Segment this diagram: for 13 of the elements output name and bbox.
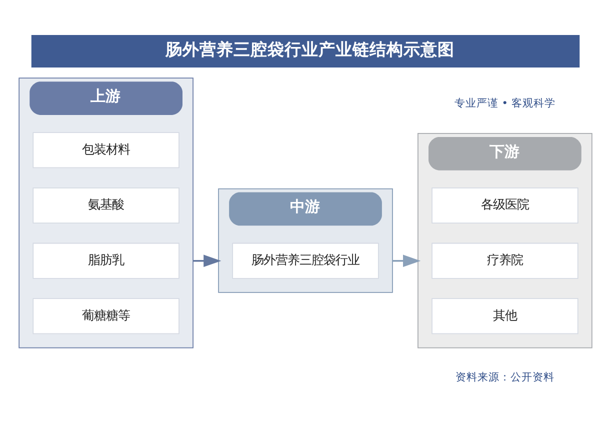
node-box: 葡糖糖等 (32, 298, 180, 334)
node-box: 其他 (432, 298, 578, 334)
node-box: 肠外营养三腔袋行业 (232, 242, 379, 279)
node-box: 各级医院 (432, 187, 578, 224)
arrow (392, 254, 421, 267)
label: 资料来源：公开资料 (455, 371, 554, 384)
node-box: 包装材料 (32, 132, 180, 168)
label: 专业严谨 • 客观科学 (454, 97, 556, 110)
node-box: 氨基酸 (32, 187, 180, 224)
node-box: 脂肪乳 (32, 242, 180, 279)
node-box: 疗养院 (432, 242, 578, 279)
diagram-title: 肠外营养三腔袋行业产业链结构示意图 (165, 40, 454, 59)
arrow (193, 254, 222, 267)
